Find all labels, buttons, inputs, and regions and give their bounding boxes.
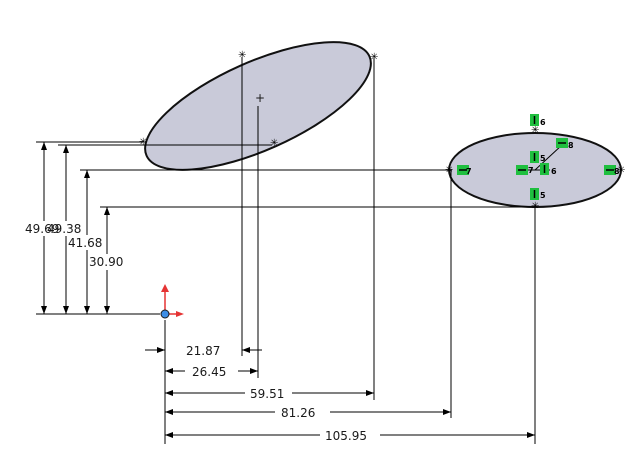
relation-label: 6 [551,167,557,176]
relation-badges[interactable]: 6 8 5 7 6 7 8 5 [457,114,620,200]
relation-label: 7 [466,167,472,176]
sketch-point[interactable]: ✳ [531,125,539,136]
dimension-value[interactable]: 41.68 [68,236,102,250]
vertical-dimension-extensions [36,141,535,315]
horizontal-dimension-lines[interactable] [145,347,535,438]
relation-label: 6 [540,118,546,127]
relation-label: 8 [568,141,574,150]
dimension-value[interactable]: 59.51 [250,387,284,401]
dimension-value[interactable]: 26.45 [192,365,226,379]
dimension-value[interactable]: 30.90 [89,255,123,269]
dimension-value[interactable]: 49.38 [47,222,81,236]
dimension-value[interactable]: 21.87 [186,344,220,358]
relation-label: 7 [528,166,534,175]
relation-label: 8 [614,167,620,176]
construction-line [534,144,563,171]
sketch-point[interactable]: ✳ [270,138,278,149]
origin-icon[interactable] [160,284,184,319]
sketch-point[interactable]: ✳ [531,201,539,212]
relation-label: 5 [540,191,546,200]
dimension-value[interactable]: 49.69 [25,222,59,236]
vertical-dimension-lines[interactable] [41,142,110,314]
sketch-point[interactable]: ✳ [139,137,147,148]
relation-label: 5 [540,154,546,163]
sketch-point[interactable]: ✳ [617,165,625,176]
dimension-value[interactable]: 81.26 [281,406,315,420]
sketch-point[interactable]: ✳ [370,52,378,63]
horizontal-dimension-extensions [164,57,536,444]
tilted-ellipse-center-mark: + [255,91,265,105]
sketch-point[interactable]: ✳ [238,50,246,61]
dimension-value[interactable]: 105.95 [325,429,367,443]
